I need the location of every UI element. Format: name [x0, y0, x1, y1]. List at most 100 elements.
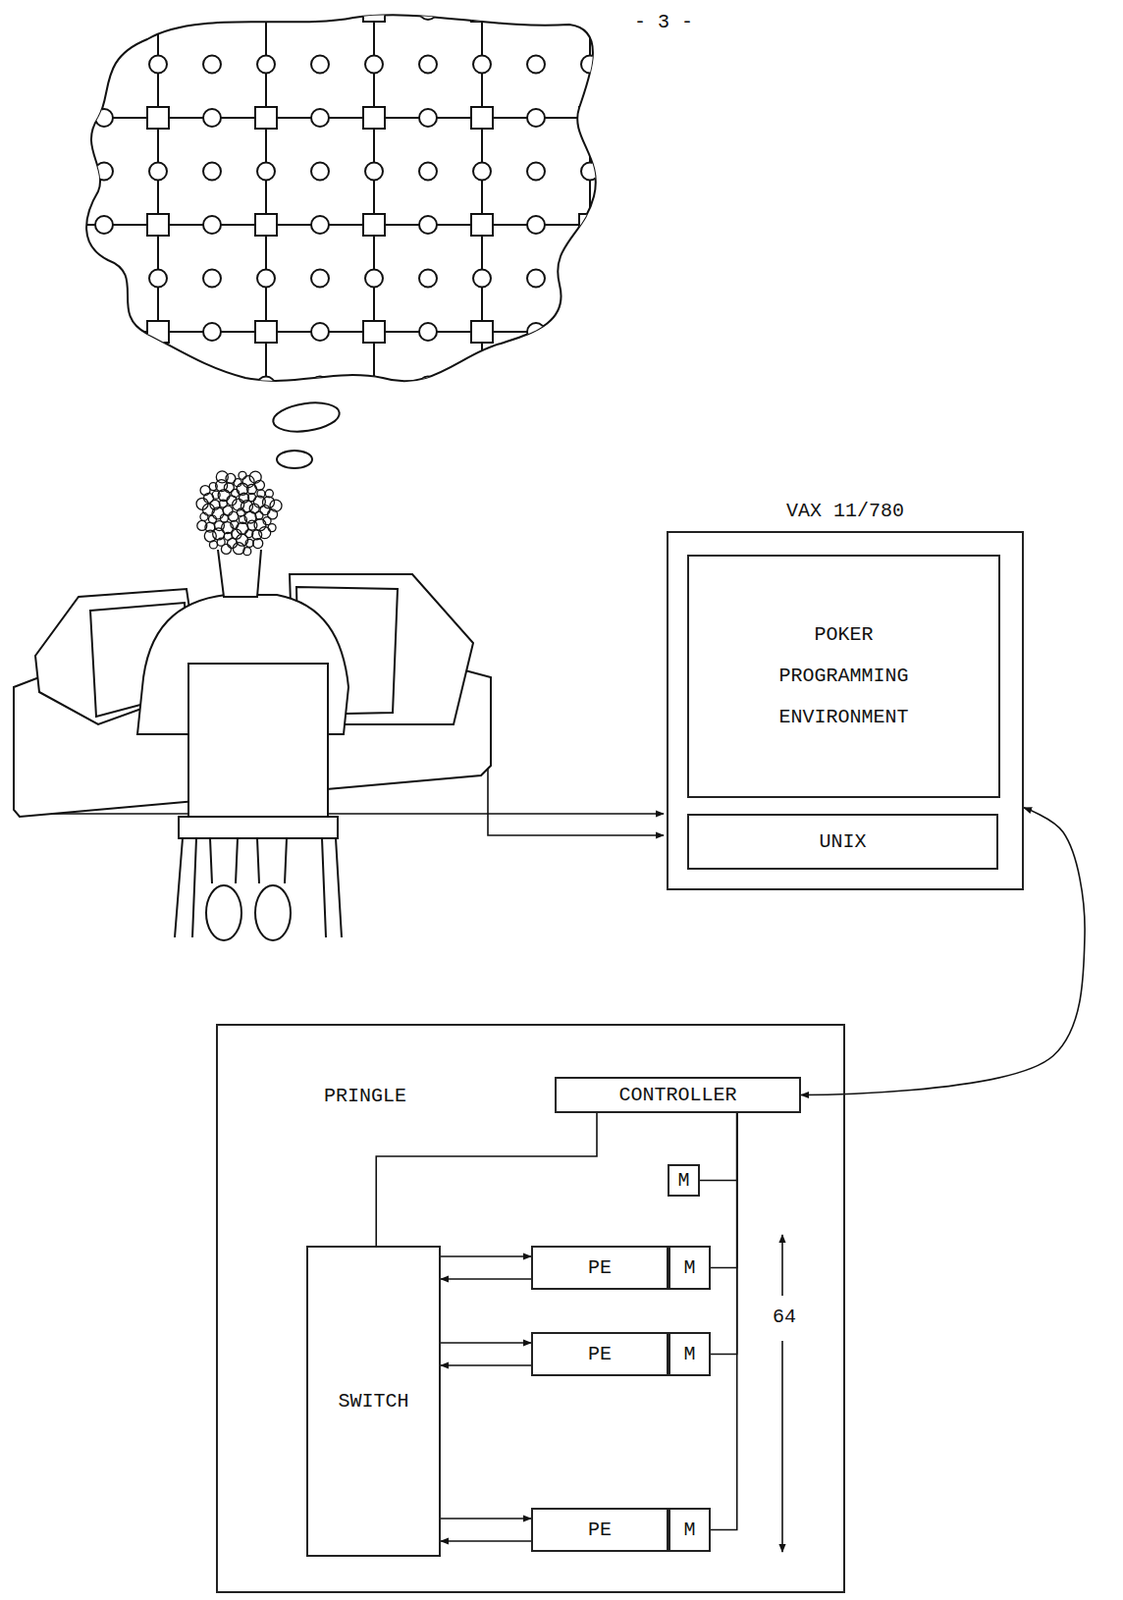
lattice-switch: [203, 269, 221, 288]
lattice-switch: [419, 1, 437, 20]
lattice-switch: [743, 1, 761, 20]
hair-curl: [209, 540, 217, 549]
lattice-processor: [687, 106, 709, 129]
lattice-processor: [579, 320, 601, 343]
connector-line: [440, 1364, 532, 1367]
connector-line: [440, 1278, 532, 1281]
person-collar: [217, 549, 262, 597]
thought-cloud: [86, 14, 596, 381]
lattice-processor: [363, 0, 385, 22]
lattice-wire: [49, 0, 52, 413]
data-link: [440, 1518, 532, 1542]
lattice-switch: [95, 162, 113, 181]
connector-line: [440, 1341, 532, 1344]
lattice-switch: [95, 429, 113, 448]
lattice-switch: [203, 162, 221, 181]
lattice-switch: [527, 1, 545, 20]
lattice-switch: [203, 108, 221, 127]
connector-line: [710, 1113, 738, 1269]
lattice-switch: [635, 55, 653, 74]
lattice-processor: [471, 0, 493, 22]
lattice-switch: [311, 483, 329, 502]
lattice-switch: [311, 1, 329, 20]
lattice-switch: [95, 269, 113, 288]
lattice-switch: [41, 376, 59, 395]
lattice-switch: [689, 162, 707, 181]
lattice-switch: [581, 269, 599, 288]
lattice-switch: [635, 376, 653, 395]
lattice-switch: [203, 1, 221, 20]
lattice-switch: [95, 1, 113, 20]
lattice-switch: [41, 269, 59, 288]
hair-curl: [242, 476, 255, 488]
connector-line: [440, 1517, 532, 1520]
lattice-switch: [473, 162, 491, 181]
lattice-switch: [419, 55, 437, 74]
hair-curl: [215, 471, 228, 483]
person-foot: [255, 885, 291, 941]
hair-curl: [197, 520, 208, 531]
lattice-switch: [527, 162, 545, 181]
lattice-processor: [471, 320, 493, 343]
lattice-processor: [687, 427, 709, 450]
lattice-switch: [365, 55, 383, 74]
hair-curl: [243, 547, 252, 556]
hair-curl: [257, 489, 266, 498]
lattice-switch: [311, 162, 329, 181]
lattice-switch: [311, 55, 329, 74]
lattice-switch: [311, 108, 329, 127]
person-foot: [206, 885, 242, 941]
lattice-processor: [39, 427, 61, 450]
lattice-processor: [363, 427, 385, 450]
lattice-switch: [365, 483, 383, 502]
lattice-switch: [635, 162, 653, 181]
lattice-switch: [365, 162, 383, 181]
lattice-switch: [581, 55, 599, 74]
lattice-switch: [419, 108, 437, 127]
hair-curl: [259, 527, 271, 539]
lattice-processor: [687, 320, 709, 343]
lattice-switch: [419, 162, 437, 181]
box-label: PE: [588, 1256, 612, 1281]
lattice-switch: [95, 322, 113, 341]
lattice-processor: [579, 213, 601, 236]
lattice-switch: [527, 429, 545, 448]
thought-bubble: [276, 450, 313, 469]
lattice-processor: [255, 427, 277, 450]
controller-box: CONTROLLER: [554, 1076, 802, 1114]
lattice-switch: [743, 429, 761, 448]
lattice-switch: [95, 376, 113, 395]
hair-curl: [220, 543, 231, 554]
lattice-switch: [743, 108, 761, 127]
hair-curl: [249, 471, 262, 483]
lattice-switch: [41, 162, 59, 181]
lattice-switch: [419, 429, 437, 448]
hair-curl: [265, 489, 273, 498]
lattice-switch: [203, 429, 221, 448]
lattice-wire: [696, 0, 699, 413]
memory-box: M: [668, 1332, 711, 1377]
lattice-switch: [149, 55, 167, 74]
hair-curl: [245, 538, 254, 547]
lattice-switch: [527, 215, 545, 234]
connector-line: [375, 1113, 597, 1246]
lattice-processor: [687, 213, 709, 236]
lattice-switch: [419, 322, 437, 341]
lattice-switch: [257, 269, 275, 288]
hair-curl: [267, 524, 276, 533]
software-box: POKER PROGRAMMING ENVIRONMENT: [687, 554, 1001, 799]
hair-curl: [196, 497, 209, 510]
count-label: 64: [769, 1305, 800, 1330]
lattice-switch: [473, 376, 491, 395]
lattice-wire: [0, 9, 648, 12]
box-label: PE: [588, 1518, 612, 1543]
lattice-switch: [365, 376, 383, 395]
lattice-switch: [635, 322, 653, 341]
lattice-switch: [311, 376, 329, 395]
count-arrow: [781, 1234, 784, 1296]
box-label: M: [683, 1518, 696, 1543]
lattice-switch: [149, 269, 167, 288]
lattice-switch: [365, 269, 383, 288]
